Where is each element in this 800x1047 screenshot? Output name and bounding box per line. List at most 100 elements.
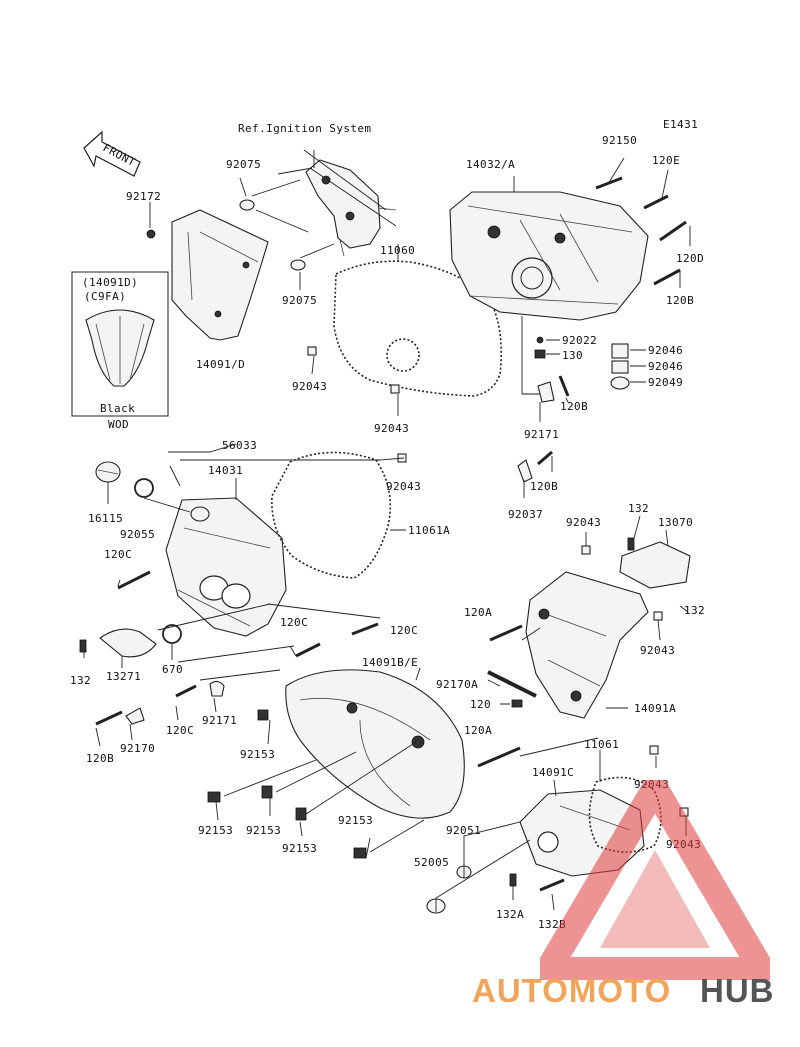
label-92043-a: 92043 bbox=[292, 380, 327, 393]
bolt-92153-b bbox=[207, 791, 221, 803]
label-16115: 16115 bbox=[88, 512, 123, 525]
label-11060: 11060 bbox=[380, 244, 415, 257]
cover-14091d bbox=[171, 209, 269, 341]
bolt-92153-d bbox=[295, 807, 307, 821]
oring-670 bbox=[162, 624, 182, 644]
label-92046-b: 92046 bbox=[648, 360, 683, 373]
label-92043-d: 92043 bbox=[566, 516, 601, 529]
label-92055: 92055 bbox=[120, 528, 155, 541]
label-92172: 92172 bbox=[126, 190, 161, 203]
cap-16115 bbox=[95, 461, 121, 483]
bolt-92153-a bbox=[257, 709, 269, 721]
grommet-92075-b bbox=[290, 259, 306, 271]
label-120b-a: 120B bbox=[666, 294, 694, 307]
bolt-132a bbox=[509, 873, 517, 887]
gasket-11061 bbox=[588, 776, 662, 853]
color-box-note: WOD bbox=[108, 418, 129, 431]
ref-note: Ref.Ignition System bbox=[238, 122, 371, 135]
label-120c-b: 120C bbox=[280, 616, 308, 629]
label-14091c: 14091C bbox=[532, 766, 574, 779]
bolt-92153-c bbox=[261, 785, 273, 799]
label-92170a: 92170A bbox=[436, 678, 478, 691]
label-13271: 13271 bbox=[106, 670, 141, 683]
label-120a-a: 120A bbox=[464, 606, 492, 619]
gasket-11061a bbox=[271, 451, 392, 579]
label-92171-a: 92171 bbox=[524, 428, 559, 441]
label-92171-b: 92171 bbox=[202, 714, 237, 727]
label-92153-a: 92153 bbox=[240, 748, 275, 761]
label-92043-b: 92043 bbox=[374, 422, 409, 435]
label-120b-b: 120B bbox=[560, 400, 588, 413]
clamp-92037 bbox=[517, 459, 533, 483]
label-120d: 120D bbox=[676, 252, 704, 265]
dowel-92043-d bbox=[581, 545, 591, 555]
label-92051: 92051 bbox=[446, 824, 481, 837]
grommet-92075-a bbox=[239, 199, 255, 211]
label-130: 130 bbox=[562, 349, 583, 362]
bolt-120b-b bbox=[558, 375, 570, 397]
bolt-120c-d bbox=[175, 684, 197, 698]
color-box-title: (14091D) bbox=[82, 276, 138, 289]
bolt-120c-b bbox=[295, 642, 321, 658]
label-92046-a: 92046 bbox=[648, 344, 683, 357]
label-132a: 132A bbox=[496, 908, 524, 921]
watermark-triangle-icon bbox=[540, 780, 770, 980]
bracket-92170a bbox=[487, 670, 537, 698]
bolt-120d bbox=[659, 220, 687, 242]
label-120b-d: 120B bbox=[86, 752, 114, 765]
diagram-code: E1431 bbox=[663, 118, 698, 131]
washer-92049 bbox=[610, 376, 630, 390]
gasket-11060-hole bbox=[386, 338, 420, 372]
dowel-92043-e bbox=[653, 611, 663, 621]
bolt-130 bbox=[534, 349, 546, 359]
label-11061a: 11061A bbox=[408, 524, 450, 537]
bolt-92153-e bbox=[353, 847, 367, 859]
gasket-11060 bbox=[333, 260, 503, 397]
label-92150: 92150 bbox=[602, 134, 637, 147]
oring-92022 bbox=[536, 336, 544, 344]
label-92022: 92022 bbox=[562, 334, 597, 347]
label-92153-c: 92153 bbox=[246, 824, 281, 837]
label-92043-c: 92043 bbox=[386, 480, 421, 493]
guide-13070 bbox=[619, 541, 691, 589]
label-120e: 120E bbox=[652, 154, 680, 167]
watermark-text-1: AUTOMOTO bbox=[472, 972, 671, 1009]
dowel-92043-b bbox=[390, 384, 400, 394]
collar-92046-b bbox=[611, 360, 629, 374]
cover-14031 bbox=[165, 497, 287, 637]
ignition-bracket bbox=[305, 159, 397, 257]
bolt-132b bbox=[539, 878, 565, 892]
label-92043-e: 92043 bbox=[640, 644, 675, 657]
label-52005: 52005 bbox=[414, 856, 449, 869]
label-92075-a: 92075 bbox=[226, 158, 261, 171]
bolt-120b-c bbox=[537, 450, 553, 466]
label-120: 120 bbox=[470, 698, 491, 711]
bolt-120b-a bbox=[653, 268, 681, 286]
label-120a-b: 120A bbox=[464, 724, 492, 737]
clamp-92171-a bbox=[537, 381, 555, 403]
bolt-132-b bbox=[627, 537, 635, 551]
label-56033: 56033 bbox=[222, 439, 257, 452]
label-120b-c: 120B bbox=[530, 480, 558, 493]
collar-92046-a bbox=[611, 343, 629, 359]
watermark-text-2: HUB bbox=[700, 972, 775, 1009]
label-92153-e: 92153 bbox=[338, 814, 373, 827]
label-92049: 92049 bbox=[648, 376, 683, 389]
label-132-c: 132 bbox=[70, 674, 91, 687]
bolt-120a-b bbox=[477, 746, 521, 768]
dowel-92043-a bbox=[307, 346, 317, 356]
clamp-92170 bbox=[125, 707, 145, 725]
color-box-color: Black bbox=[100, 402, 135, 415]
watermark: AUTOMOTO HUB bbox=[470, 960, 800, 1020]
front-arrow-icon: FRONT bbox=[83, 130, 141, 177]
bolt-92172 bbox=[146, 229, 156, 239]
cover-14091be bbox=[285, 669, 465, 819]
bolt-120b-d bbox=[95, 710, 123, 726]
bolt-120c-c bbox=[351, 622, 379, 636]
bolt-120e bbox=[643, 194, 669, 210]
label-132-b: 132 bbox=[684, 604, 705, 617]
dowel-92043-f bbox=[649, 745, 659, 755]
color-box-code: (C9FA) bbox=[84, 290, 126, 303]
label-120c-c: 120C bbox=[390, 624, 418, 637]
clamp-92171-b bbox=[209, 680, 225, 697]
